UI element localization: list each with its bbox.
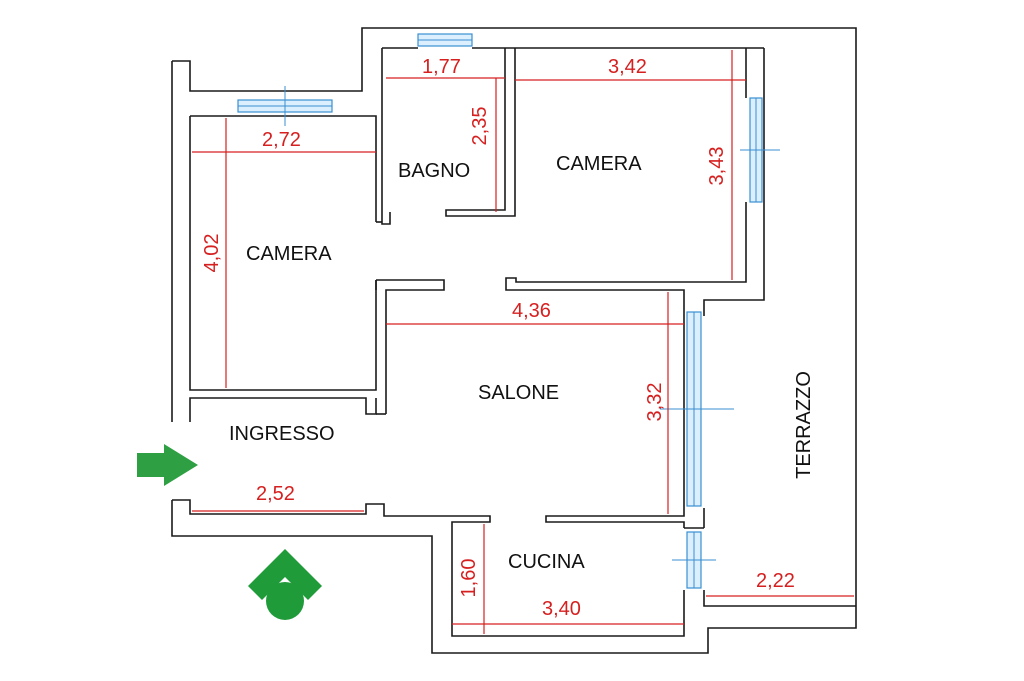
- agency-logo-icon: [248, 549, 322, 620]
- camera-left-depth: 4,02: [201, 234, 223, 273]
- room-label-camera-right: CAMERA: [556, 153, 642, 175]
- room-label-salone: SALONE: [478, 382, 559, 404]
- terrazzo-width: 2,22: [756, 570, 795, 592]
- room-label-camera-left: CAMERA: [246, 243, 332, 265]
- room-label-bagno: BAGNO: [398, 160, 470, 182]
- room-label-cucina: CUCINA: [508, 551, 585, 573]
- walls: [171, 27, 857, 654]
- camera-right-depth: 3,43: [706, 147, 728, 186]
- cucina-depth: 1,60: [458, 559, 480, 598]
- bagno-depth: 2,35: [469, 107, 491, 146]
- bagno-width: 1,77: [422, 56, 461, 78]
- room-label-ingresso: INGRESSO: [229, 423, 335, 445]
- room-labels: CAMERA BAGNO CAMERA SALONE INGRESSO CUCI…: [229, 153, 815, 573]
- windows: [237, 33, 780, 589]
- entrance-arrow-icon: [137, 444, 198, 486]
- camera-right-width: 3,42: [608, 56, 647, 78]
- salone-width: 4,36: [512, 300, 551, 322]
- salone-depth: 3,32: [644, 383, 666, 422]
- cucina-width: 3,40: [542, 598, 581, 620]
- room-label-terrazzo: TERRAZZO: [793, 371, 815, 479]
- dimension-lines: [192, 50, 854, 634]
- camera-left-width: 2,72: [262, 129, 301, 151]
- dimension-labels: 2,72 4,02 1,77 2,35 3,42 3,43 4,36 3,32 …: [201, 56, 795, 620]
- ingresso-width: 2,52: [256, 483, 295, 505]
